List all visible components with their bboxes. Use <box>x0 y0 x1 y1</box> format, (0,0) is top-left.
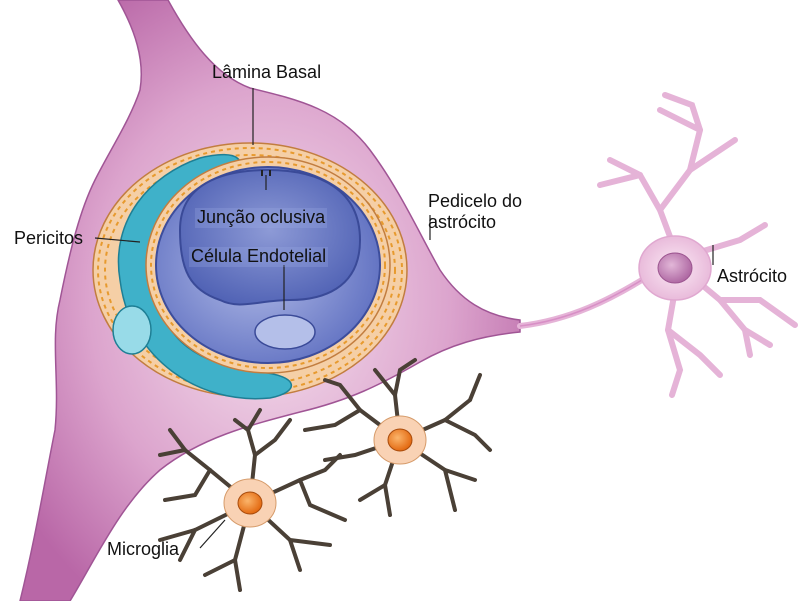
label-pedicelo-line2: astrócito <box>428 212 522 233</box>
label-juncao-oclusiva: Junção oclusiva <box>195 208 327 228</box>
label-microglia: Microglia <box>107 540 179 560</box>
label-lamina-basal: Lâmina Basal <box>212 63 321 83</box>
label-pericitos: Pericitos <box>14 229 83 249</box>
label-pedicelo-line1: Pedicelo do <box>428 191 522 212</box>
label-astrocito: Astrócito <box>717 267 787 287</box>
label-celula-endotelial: Célula Endotelial <box>189 247 328 267</box>
astrocyte-cell <box>520 95 795 395</box>
label-pedicelo-do-astrocito: Pedicelo do astrócito <box>428 191 522 232</box>
